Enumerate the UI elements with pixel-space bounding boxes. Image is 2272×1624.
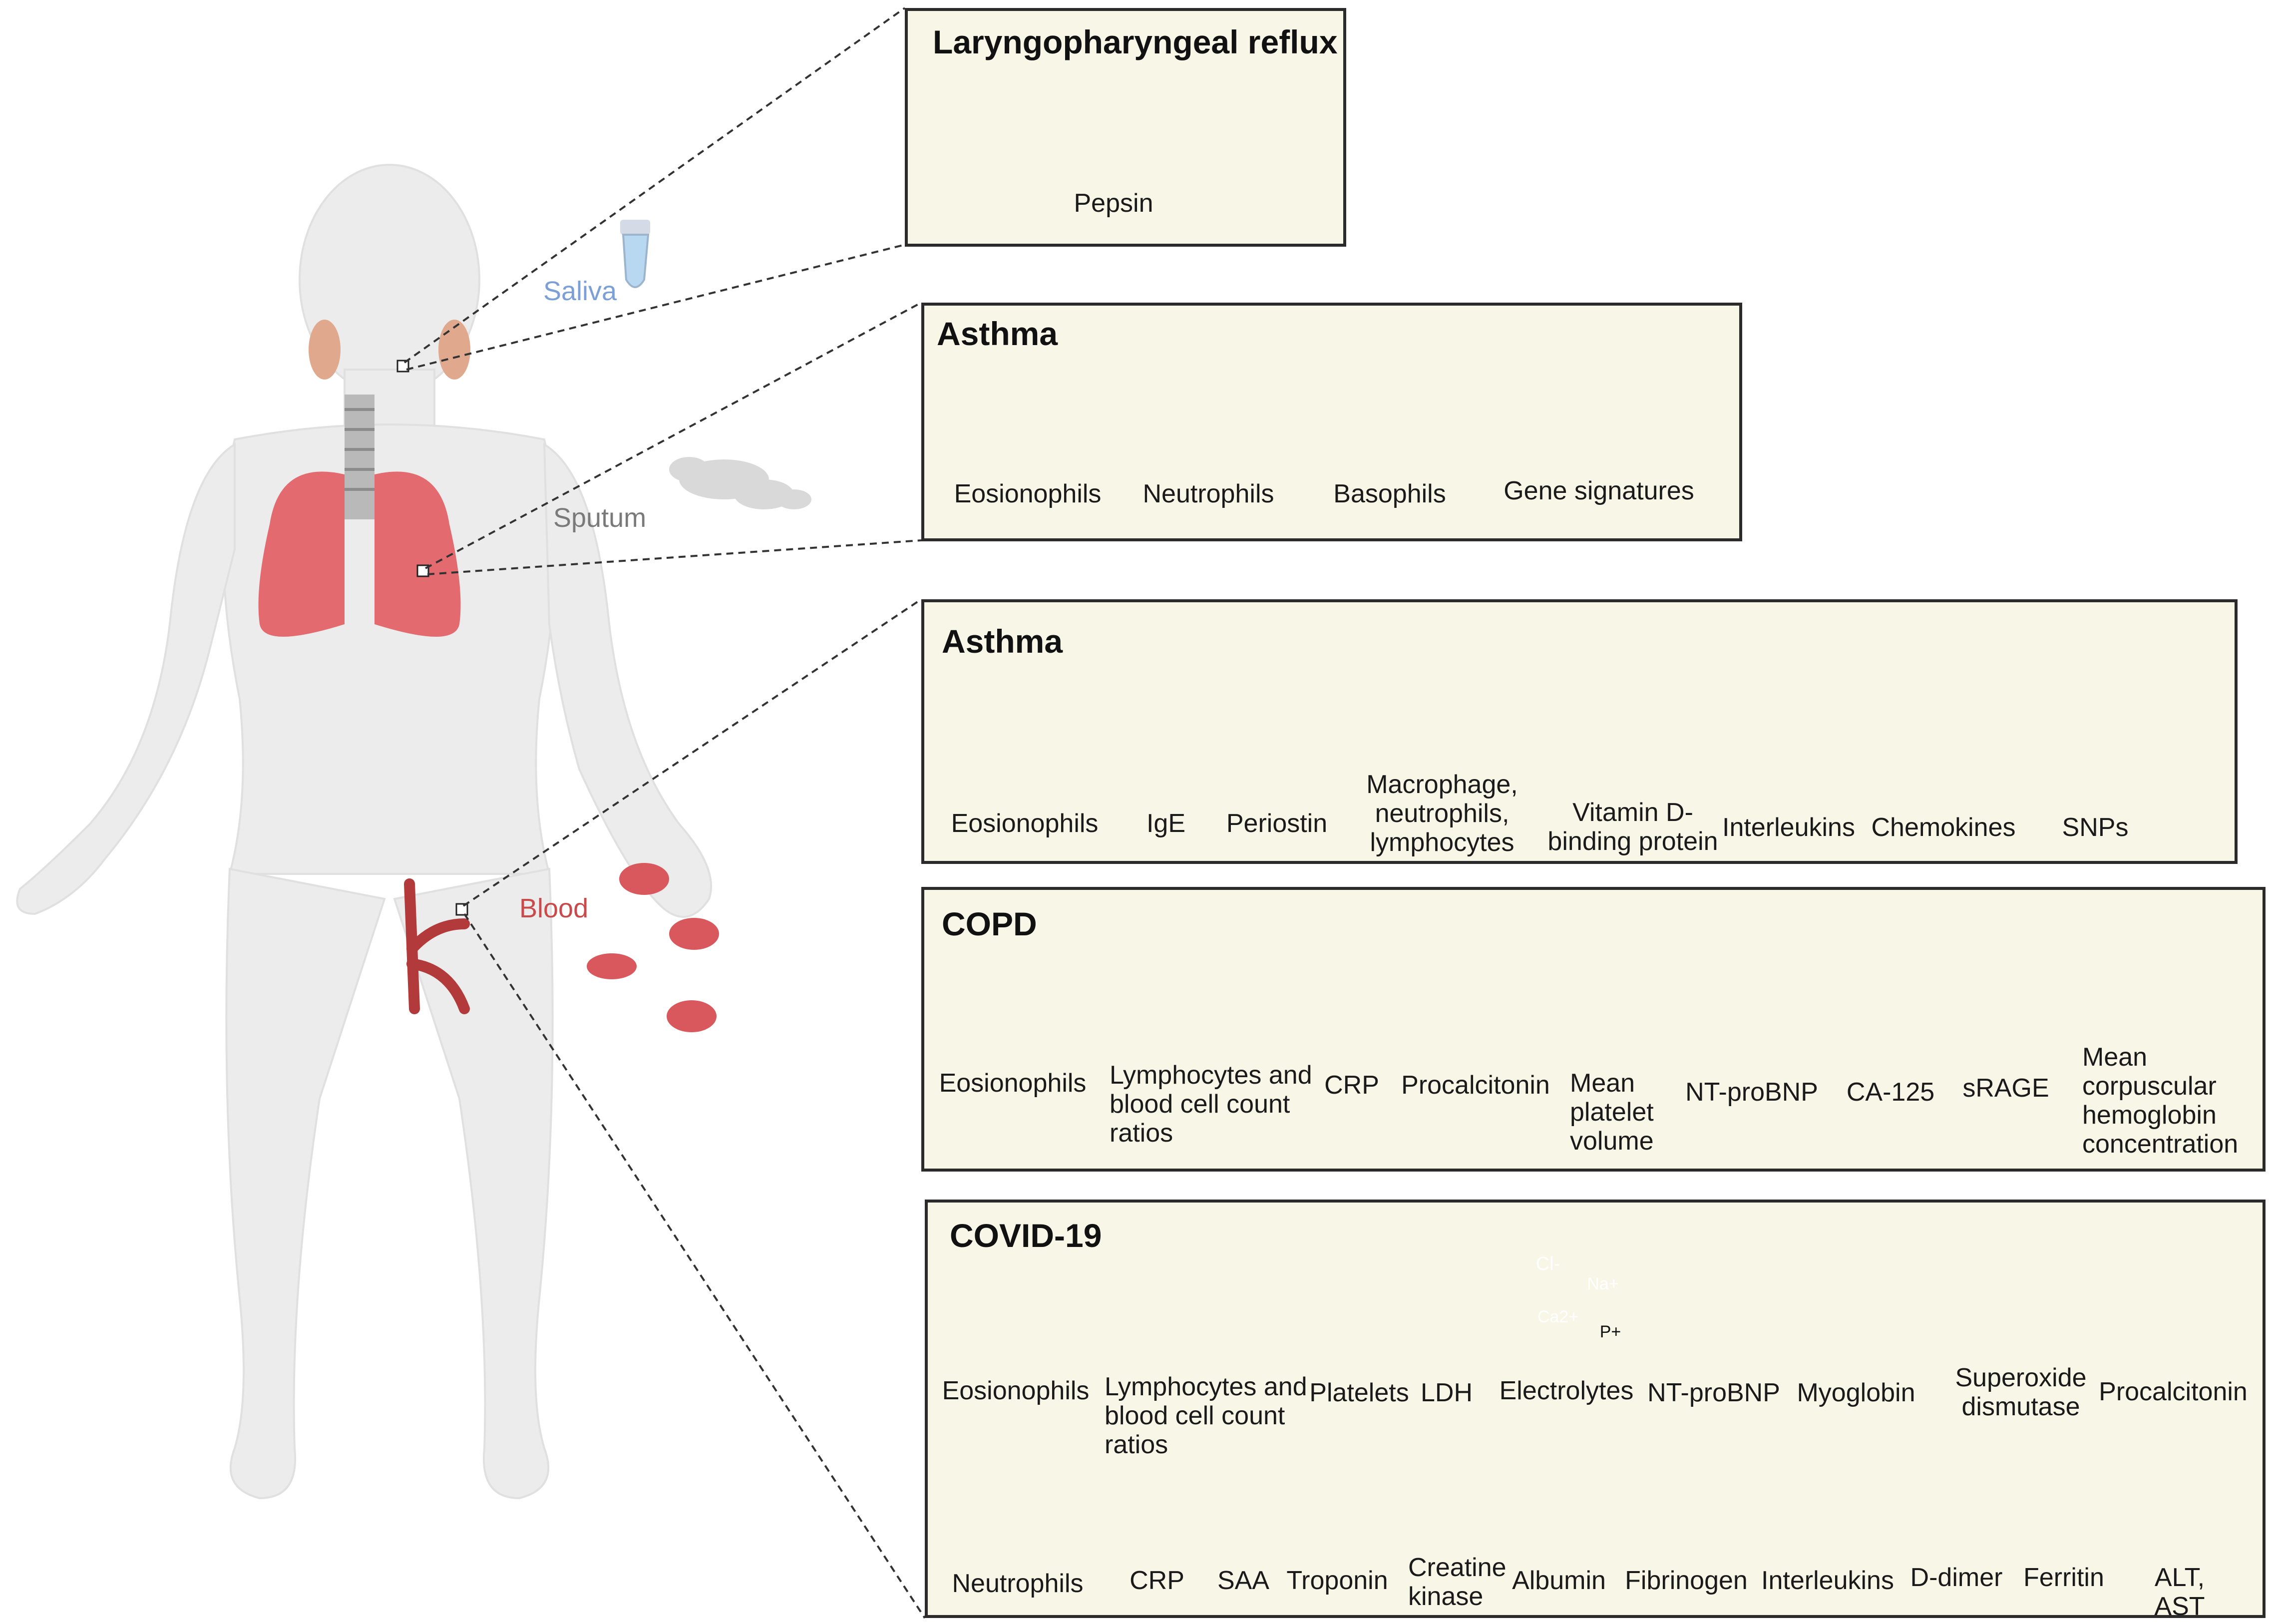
neutrophils-label: Neutrophils <box>952 1569 1084 1598</box>
gene-signatures-label: Gene signatures <box>1504 476 1694 505</box>
panel-laryngopharyngeal-reflux <box>905 8 1346 247</box>
chemokines-label: Chemokines <box>1871 813 2016 842</box>
snps-label: SNPs <box>2062 813 2129 842</box>
panel-title: Asthma <box>937 315 1058 352</box>
basophils-label: Basophils <box>1333 479 1446 508</box>
eosinophils-label: Eosionophils <box>954 479 1102 508</box>
blood-marker <box>455 903 468 916</box>
sputum-icon <box>669 457 811 509</box>
panel-covid-19 <box>925 1200 2266 1618</box>
salivary-gland-icon <box>309 320 341 380</box>
mchc-label: Mean corpuscular hemoglobin concentratio… <box>2082 1043 2239 1159</box>
platelets-label: Platelets <box>1309 1378 1409 1407</box>
procalcitonin-label: Procalcitonin <box>2099 1377 2248 1406</box>
connector-lines <box>403 7 926 1619</box>
panel-title: Laryngopharyngeal reflux <box>933 23 1338 60</box>
blood-vessel-icon <box>404 878 470 1014</box>
trachea-icon <box>345 395 375 519</box>
electrolytes-label: Electrolytes <box>1499 1376 1634 1405</box>
procalcitonin-label: Procalcitonin <box>1401 1071 1550 1100</box>
interleukins-label: Interleukins <box>1722 813 1855 842</box>
panel-title: COPD <box>942 905 1037 942</box>
eosinophils-label: Eosionophils <box>939 1069 1087 1098</box>
salivary-gland-icon <box>438 320 470 380</box>
eosinophils-label: Eosionophils <box>951 809 1099 838</box>
blood-label: Blood <box>519 893 589 923</box>
ion-label: P+ <box>1599 1322 1621 1341</box>
saliva-label: Saliva <box>543 276 617 306</box>
fibrinogen-label: Fibrinogen <box>1625 1566 1748 1595</box>
mean-platelet-volume-label: Mean platelet volume <box>1570 1069 1654 1156</box>
creatine-kinase-label: Creatine kinase <box>1408 1553 1507 1611</box>
panel-copd <box>921 887 2266 1172</box>
interleukins-label: Interleukins <box>1761 1566 1894 1595</box>
crp-label: CRP <box>1324 1071 1379 1100</box>
ferritin-label: Ferritin <box>2023 1563 2104 1592</box>
saa-label: SAA <box>1217 1566 1270 1595</box>
pepsin-label: Pepsin <box>1074 189 1153 218</box>
neutrophils-label: Neutrophils <box>1142 479 1274 508</box>
nt-probnp-label: NT-proBNP <box>1685 1078 1818 1107</box>
vitamin-d-binding-protein-label: Vitamin D- binding protein <box>1547 798 1718 856</box>
nt-probnp-label: NT-proBNP <box>1647 1378 1780 1407</box>
macrophage-label: Macrophage, neutrophils, lymphocytes <box>1366 770 1518 857</box>
human-body-icon <box>16 164 712 1500</box>
panel-asthma-sputum <box>921 303 1742 541</box>
ion-label: Cl- <box>1535 1253 1560 1274</box>
troponin-label: Troponin <box>1286 1566 1388 1595</box>
red-blood-cell-icon <box>587 863 719 1032</box>
ldh-label: LDH <box>1420 1378 1473 1407</box>
ion-label: Na+ <box>1587 1274 1619 1293</box>
ca-125-label: CA-125 <box>1846 1078 1935 1107</box>
saliva-tube-icon <box>620 220 650 288</box>
srage-label: sRAGE <box>1962 1074 2049 1103</box>
periostin-label: Periostin <box>1226 809 1328 838</box>
lymphocytes-label: Lymphocytes and blood cell count ratios <box>1105 1372 1307 1459</box>
saliva-marker <box>396 360 409 373</box>
panel-title: COVID-19 <box>950 1217 1102 1254</box>
left-lung-icon <box>258 471 345 637</box>
sputum-label: Sputum <box>553 503 647 533</box>
ion-label: Ca2+ <box>1537 1307 1579 1326</box>
lymphocytes-label: Lymphocytes and blood cell count ratios <box>1110 1061 1312 1148</box>
superoxide-dismutase-label: Superoxide dismutase <box>1955 1363 2087 1421</box>
albumin-label: Albumin <box>1512 1566 1606 1595</box>
crp-label: CRP <box>1130 1566 1184 1595</box>
d-dimer-label: D-dimer <box>1910 1563 2003 1592</box>
ige-label: IgE <box>1146 809 1186 838</box>
eosinophils-label: Eosionophils <box>942 1376 1090 1405</box>
panel-title: Asthma <box>942 623 1063 660</box>
myoglobin-label: Myoglobin <box>1797 1378 1915 1407</box>
panel-asthma-blood <box>921 599 2238 864</box>
alt-ast-label: ALT, AST <box>2154 1563 2205 1621</box>
right-lung-icon <box>375 471 461 637</box>
